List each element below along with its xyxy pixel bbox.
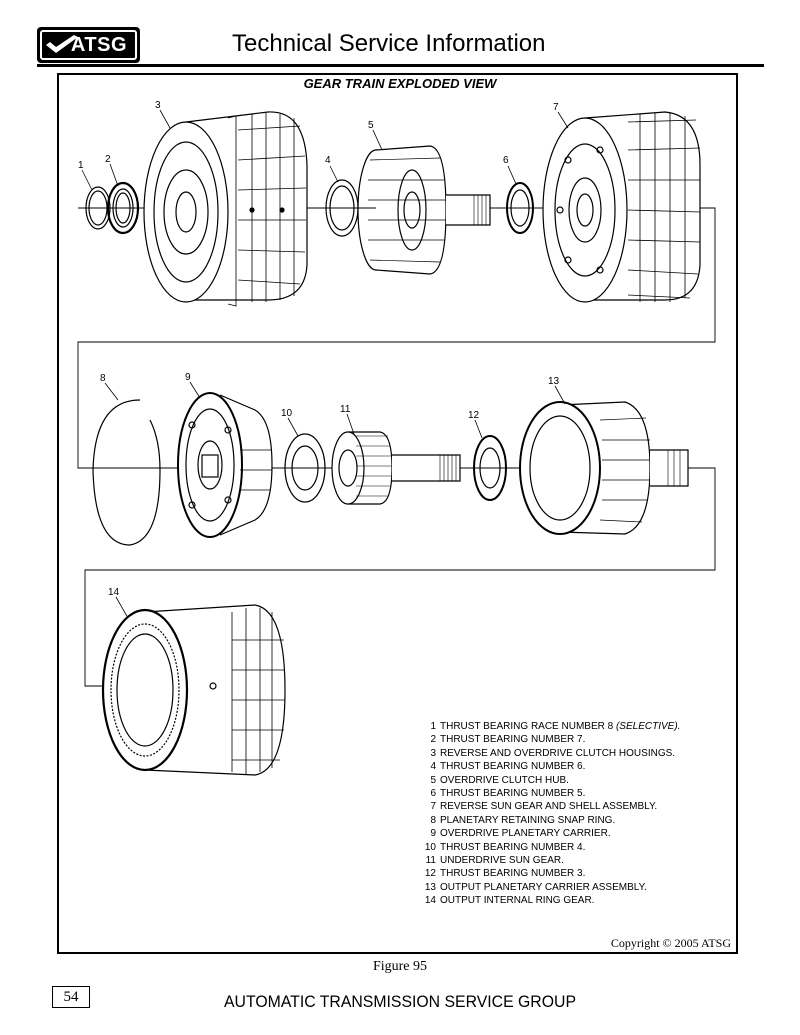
callout-6: 6 — [503, 155, 509, 166]
callout-13: 13 — [548, 376, 560, 387]
check-mark-icon — [46, 35, 78, 53]
logo-text: ATSG — [70, 33, 127, 56]
part-5-overdrive-clutch-hub — [357, 145, 491, 275]
callout-8: 8 — [100, 373, 106, 384]
figure-caption: Figure 95 — [372, 959, 428, 974]
figure-title: GEAR TRAIN EXPLODED VIEW — [303, 76, 497, 91]
page-number: 54 — [52, 986, 90, 1008]
figure-frame — [57, 73, 738, 954]
atsg-logo: ATSG — [37, 27, 140, 63]
callout-10: 10 — [281, 408, 293, 419]
callout-3: 3 — [155, 100, 161, 111]
part-8-snap-ring — [92, 399, 161, 546]
part-9-overdrive-planetary-carrier — [177, 392, 273, 538]
part-14-output-internal-ring-gear — [101, 604, 286, 776]
callout-14: 14 — [108, 587, 120, 598]
callout-2: 2 — [105, 154, 111, 165]
callout-1: 1 — [78, 160, 84, 171]
callout-7: 7 — [553, 102, 559, 113]
part-2-thrust-bearing — [106, 181, 140, 235]
part-7-reverse-sun-gear-shell — [542, 111, 701, 303]
header-divider — [37, 64, 764, 67]
callout-9: 9 — [185, 372, 191, 383]
callout-5: 5 — [368, 120, 374, 131]
part-12-thrust-bearing — [473, 435, 507, 501]
part-6-thrust-bearing — [506, 182, 534, 234]
part-3-clutch-housings — [143, 111, 308, 307]
footer-org: AUTOMATIC TRANSMISSION SERVICE GROUP — [224, 992, 576, 1011]
callout-12: 12 — [468, 410, 480, 421]
callout-11: 11 — [340, 404, 351, 415]
page-title: Technical Service Information — [232, 30, 546, 57]
part-10-thrust-bearing — [284, 433, 326, 503]
part-11-underdrive-sun-gear — [331, 431, 461, 505]
part-13-output-planetary-carrier — [519, 401, 689, 535]
copyright-notice: Copyright © 2005 ATSG — [610, 936, 731, 950]
callout-leaders — [81, 109, 569, 619]
callout-4: 4 — [325, 155, 331, 166]
